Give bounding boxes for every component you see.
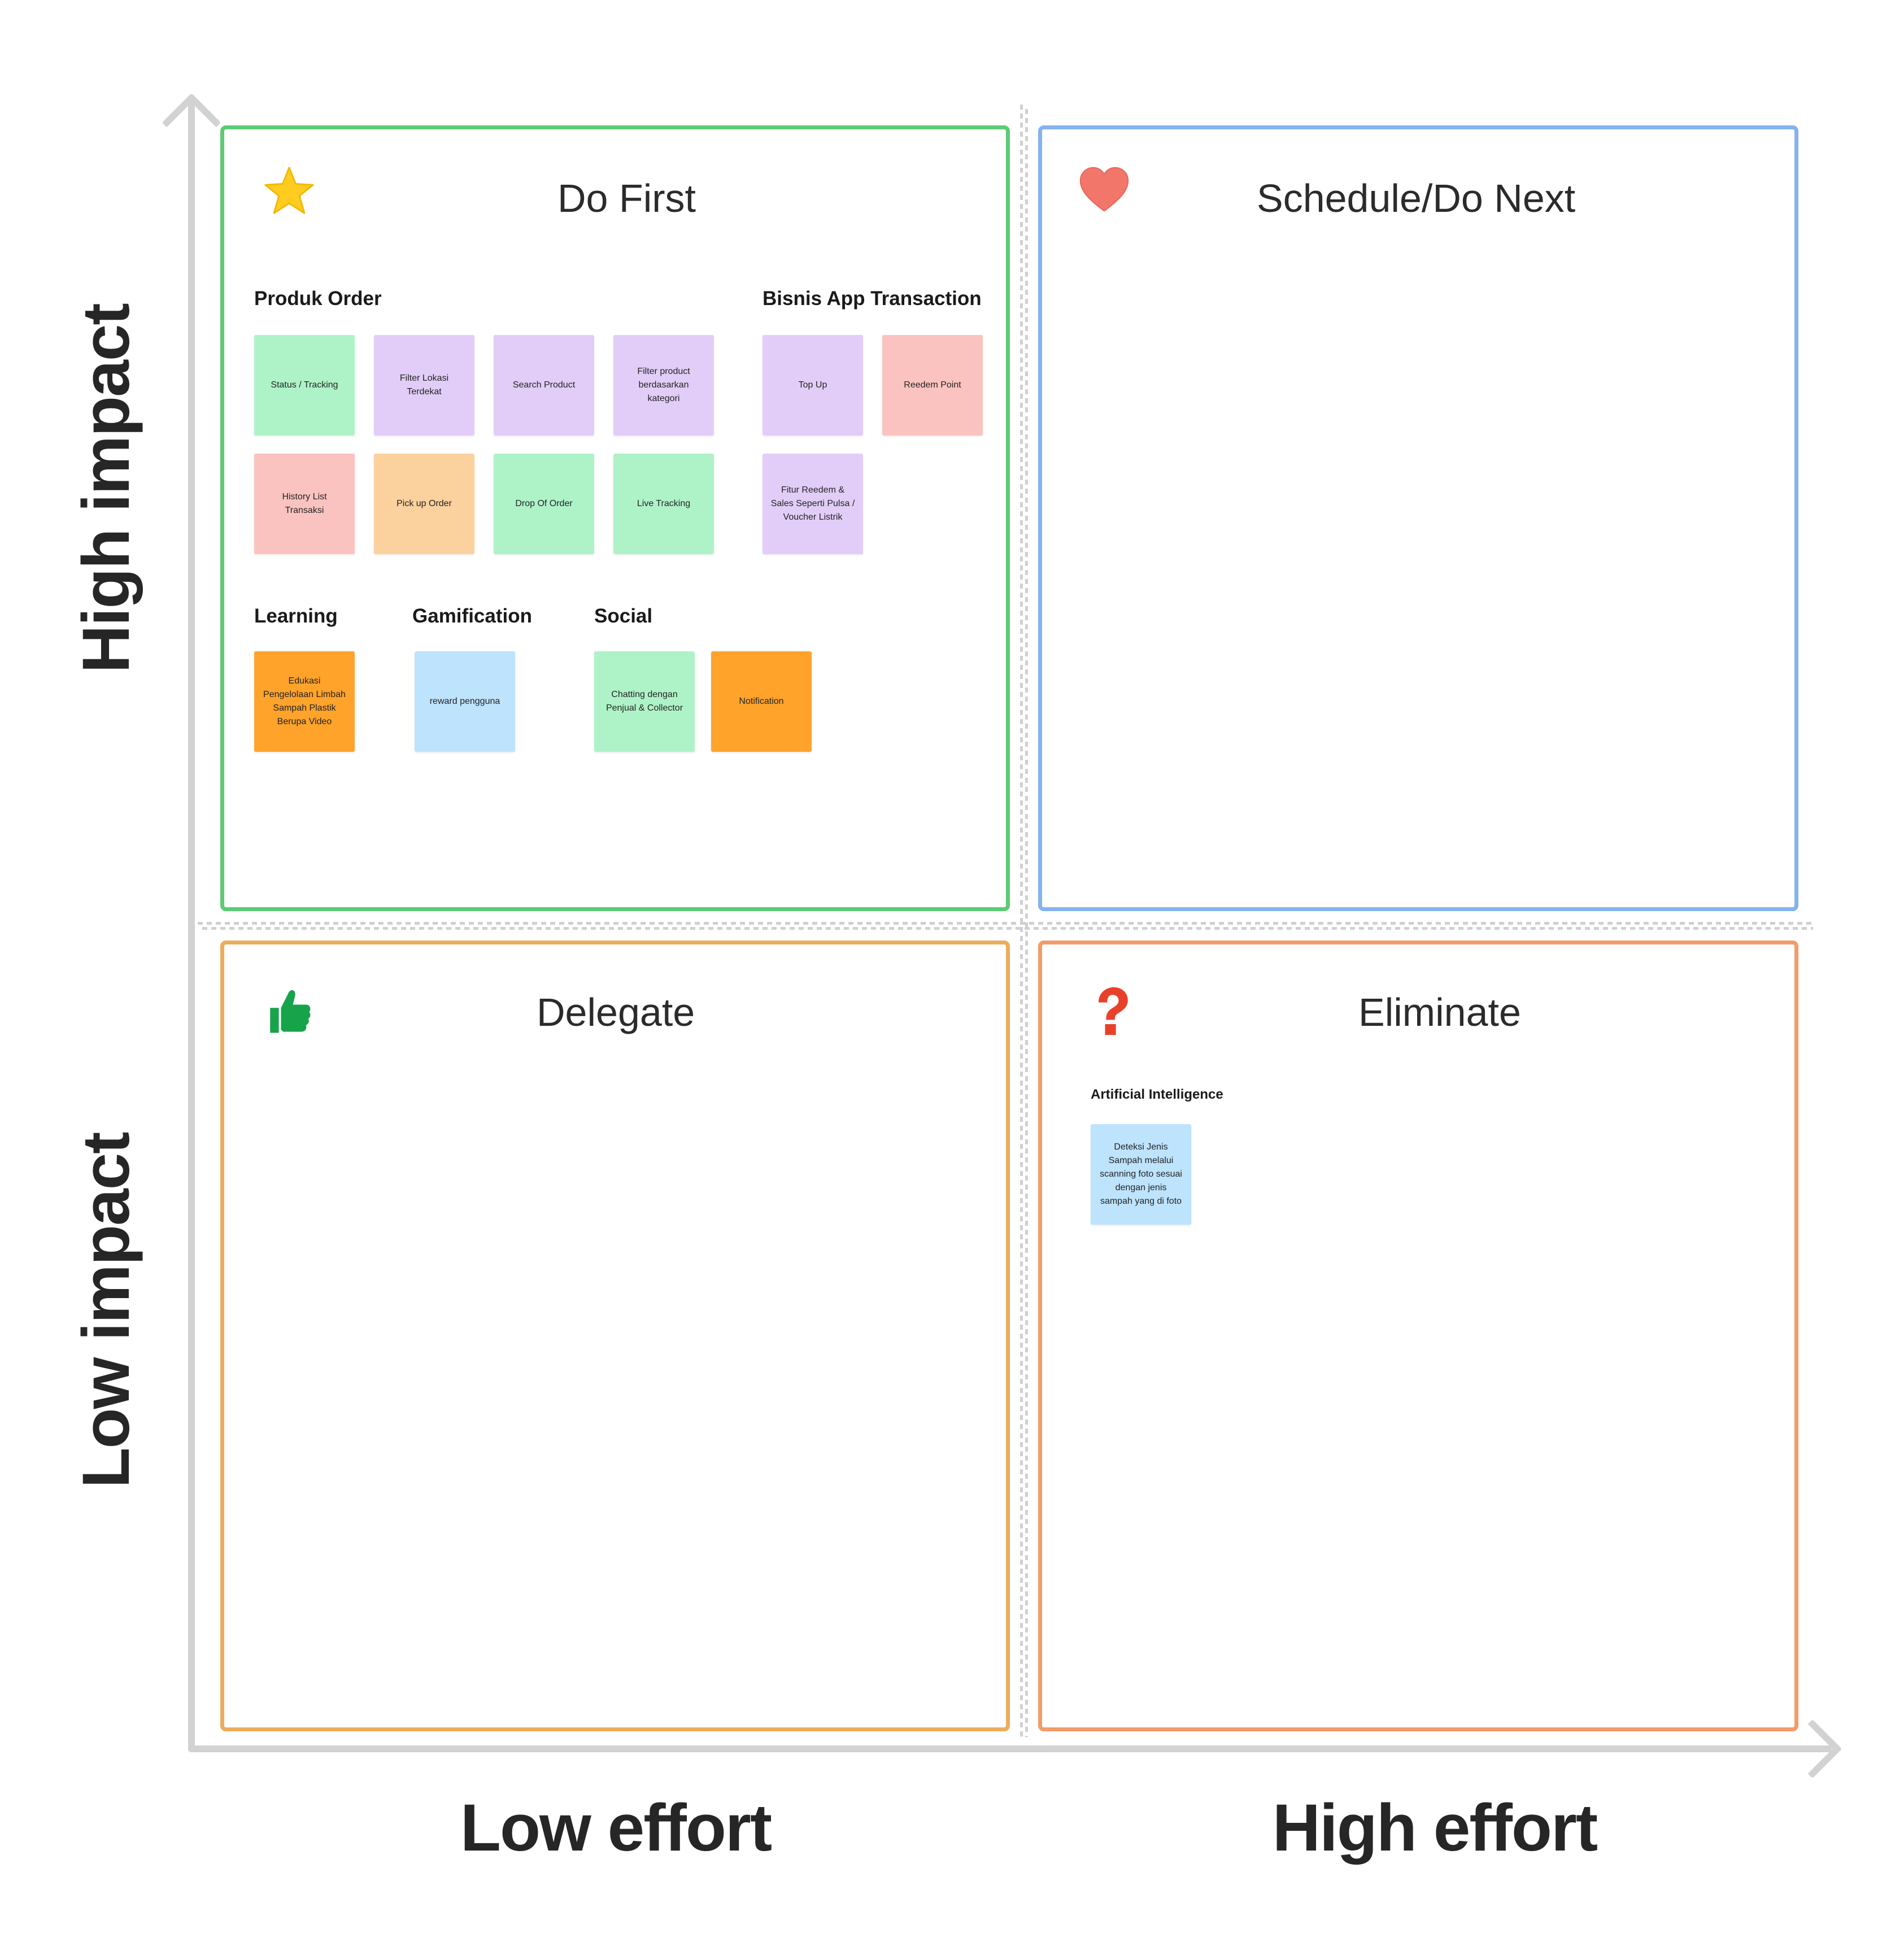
sticky-note[interactable]: Live Tracking [613,454,714,554]
quadrant-title-delegate: Delegate [537,990,695,1034]
group-title-gamification: Gamification [412,605,532,627]
y-axis-line [188,96,195,1752]
quadrant-title-eliminate: Eliminate [1358,990,1521,1034]
quadrant-title-schedule: Schedule/Do Next [1257,176,1576,220]
star-icon [262,163,316,217]
quadrant-title-do-first: Do First [557,176,696,220]
y-axis-arrowhead [162,93,221,153]
horizontal-dotted-divider [198,922,1813,930]
vertical-dotted-divider [1020,105,1028,1737]
group-title-artificial-intelligence: Artificial Intelligence [1091,1087,1223,1102]
sticky-note[interactable]: Top Up [763,335,863,436]
group-title-bisnis-app-transaction: Bisnis App Transaction [763,288,982,310]
sticky-note[interactable]: Status / Tracking [254,335,355,436]
x-axis-line [188,1745,1832,1752]
sticky-note[interactable]: Pick up Order [374,454,474,554]
sticky-note[interactable]: History List Transaksi [254,454,355,554]
group-title-produk-order: Produk Order [254,288,382,310]
sticky-note[interactable]: Filter product berdasarkan kategori [613,335,714,436]
sticky-note[interactable]: Notification [711,651,812,752]
sticky-note[interactable]: Chatting dengan Penjual & Collector [594,651,695,752]
low-effort-label: Low effort [460,1791,772,1865]
sticky-note[interactable]: Drop Of Order [494,454,594,554]
delegate-quadrant: Delegate [220,941,1010,1731]
schedule-do-next-quadrant: Schedule/Do Next [1038,125,1798,911]
thumbs-up-icon [260,984,315,1038]
low-impact-label: Low impact [69,1133,143,1488]
heart-icon [1077,163,1131,217]
sticky-note[interactable]: Reedem Point [882,335,983,436]
group-title-learning: Learning [254,605,338,627]
high-impact-label: High impact [69,304,143,673]
do-first-quadrant: Do First Produk Order Status / Tracking … [220,125,1010,911]
group-title-social: Social [594,605,653,627]
eliminate-quadrant: Eliminate Artificial Intelligence Deteks… [1038,941,1798,1731]
sticky-note[interactable]: Deteksi Jenis Sampah melalui scanning fo… [1091,1124,1191,1225]
question-mark-icon [1084,984,1139,1038]
sticky-note[interactable]: Edukasi Pengelolaan Limbah Sampah Plasti… [254,651,355,752]
sticky-note[interactable]: Search Product [494,335,594,436]
sticky-note[interactable]: Filter Lokasi Terdekat [374,335,474,436]
sticky-note[interactable]: Fitur Reedem & Sales Seperti Pulsa / Vou… [763,454,863,554]
sticky-note[interactable]: reward pengguna [415,651,515,752]
high-effort-label: High effort [1272,1791,1598,1865]
